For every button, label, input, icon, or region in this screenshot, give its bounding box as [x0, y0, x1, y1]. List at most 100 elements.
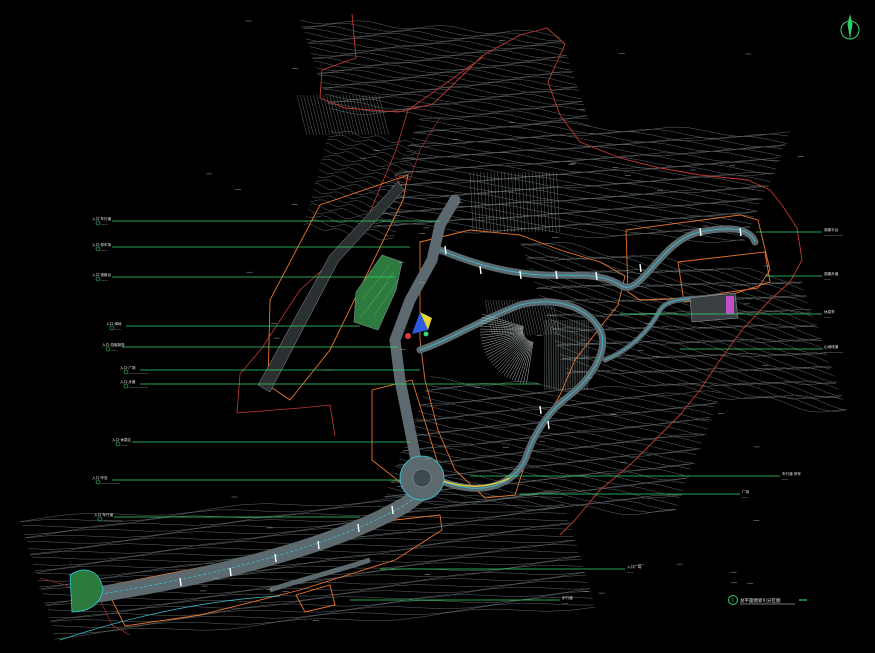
contour-line	[410, 141, 781, 161]
zone-right-building	[677, 251, 771, 303]
contour-line	[523, 246, 804, 291]
contour-line	[419, 117, 791, 137]
crossing-mark	[519, 270, 522, 280]
hatch-line	[480, 171, 484, 233]
hatch-line	[358, 94, 370, 136]
callout-sub: ——	[627, 570, 634, 574]
contour-line	[316, 69, 577, 88]
terrace-step	[480, 325, 524, 330]
contour-line	[39, 555, 580, 588]
callout-sub: ——————	[129, 385, 149, 389]
contour-line	[407, 434, 698, 455]
contour-line	[35, 539, 576, 574]
terrace-step	[514, 341, 531, 382]
contour-line	[299, 19, 561, 38]
hatch-line	[316, 94, 327, 136]
contour-line	[393, 179, 764, 200]
green-parking-area	[353, 254, 403, 331]
contour-line	[306, 215, 397, 233]
hatch-line	[542, 171, 547, 233]
contour-line	[420, 402, 711, 422]
hatch-line	[300, 94, 311, 136]
terrace-step	[482, 313, 524, 327]
site-boundary-red-3	[394, 117, 441, 189]
contour-line	[310, 199, 401, 217]
hatch-line	[345, 94, 357, 136]
contour-line	[411, 137, 782, 157]
contour-line	[49, 588, 591, 622]
contour-line	[310, 52, 571, 71]
contour-line	[47, 580, 588, 613]
contour-line	[311, 55, 573, 74]
terrace-step	[526, 341, 534, 385]
hatch-line	[507, 171, 512, 233]
callout-bullet-icon	[95, 276, 101, 282]
contour-line	[541, 300, 822, 342]
hatch-line	[378, 94, 389, 136]
hatch-line	[498, 299, 507, 336]
contour-line	[566, 370, 847, 413]
callout-bullet-icon	[123, 369, 129, 375]
crossing-mark	[739, 227, 742, 237]
contour-line	[536, 286, 817, 328]
contour-line	[22, 496, 563, 528]
hatch-line	[329, 94, 340, 136]
hatch-line	[549, 299, 558, 336]
contour-line	[303, 223, 394, 241]
terrace-step	[517, 341, 532, 383]
callout-sub: ——————	[101, 481, 121, 485]
contour-line	[323, 89, 585, 108]
contour-line	[308, 42, 569, 61]
hatch-line	[518, 171, 522, 233]
contour-line	[317, 72, 579, 91]
strip-building	[257, 181, 405, 393]
contour-line	[302, 25, 563, 44]
contour-line	[397, 169, 768, 189]
terrace-step	[523, 341, 533, 384]
callout-title: 观景平台	[824, 227, 839, 232]
terrace-step	[480, 331, 524, 339]
callout-title: 观景步道	[824, 271, 839, 276]
hatch-line	[544, 299, 552, 336]
contour-line	[417, 125, 788, 144]
hatch-line	[495, 299, 504, 336]
crossing-mark	[229, 567, 232, 577]
contour-line	[404, 154, 775, 174]
hatch-line	[368, 94, 379, 136]
hatch-line	[487, 171, 491, 233]
crossing-mark	[547, 420, 550, 430]
path-yellow	[439, 477, 511, 487]
callout-sub: ——	[101, 222, 108, 226]
contour-line	[19, 488, 561, 523]
hatch-line	[336, 94, 347, 136]
terrace-step	[480, 330, 524, 336]
hatch-line	[546, 171, 550, 233]
crossing-mark	[539, 405, 542, 415]
contour-line	[327, 138, 418, 156]
callout-sub: ——	[824, 277, 831, 281]
path-bottom-edge	[59, 595, 281, 641]
terrace-step	[511, 340, 531, 381]
hatch-line	[552, 171, 557, 233]
hatch-line	[541, 299, 550, 336]
callout-bullet-icon	[109, 325, 115, 331]
hatch-line	[549, 171, 553, 233]
contour-line	[531, 270, 813, 313]
hatch-line	[339, 94, 350, 136]
contour-line	[29, 523, 570, 556]
contour-line	[414, 130, 785, 150]
crossing-mark	[391, 505, 394, 515]
callout-title: 入口·车行道	[94, 512, 114, 517]
contour-line	[313, 57, 574, 76]
contour-line	[303, 28, 564, 47]
contour-line	[314, 60, 575, 79]
crossing-mark	[179, 577, 182, 587]
terrace-step	[479, 330, 524, 333]
contour-line	[521, 242, 802, 285]
terrace-step	[481, 332, 524, 342]
callout-bullet-icon	[115, 441, 121, 447]
road-vertical	[389, 194, 461, 486]
callout-sub: ——	[562, 601, 569, 605]
hatch-line	[365, 94, 376, 136]
contour-line	[328, 103, 589, 122]
